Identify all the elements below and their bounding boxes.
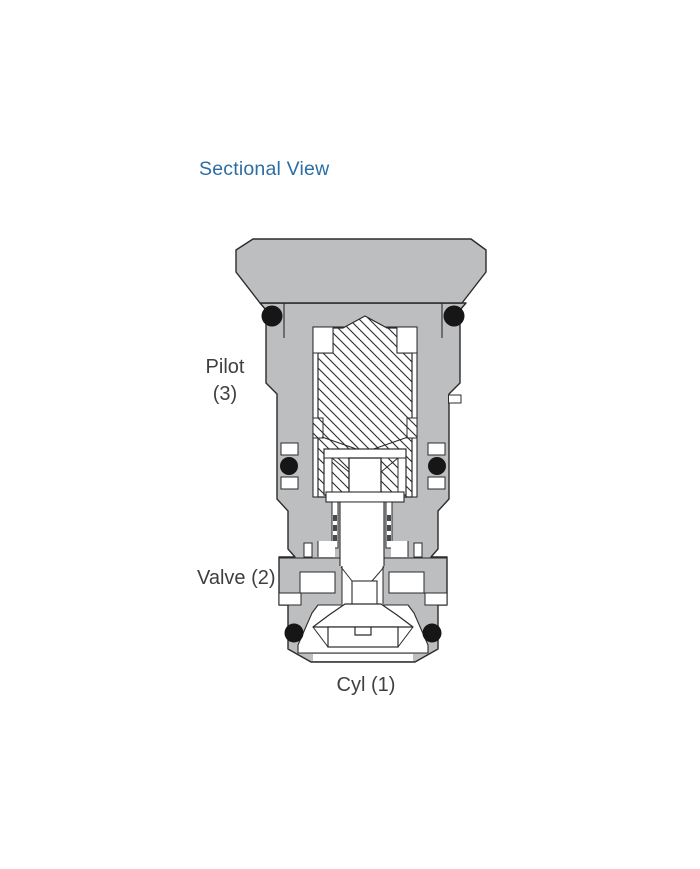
foot-slot-right	[413, 542, 423, 558]
bore-notch-left	[312, 326, 334, 354]
page-title: Sectional View	[199, 158, 330, 180]
o-rings	[261, 305, 465, 643]
washer	[325, 491, 405, 503]
poppet-cone-diagonals	[312, 626, 414, 648]
o-ring-mid-right	[428, 457, 446, 475]
foot-slot-left	[303, 542, 313, 558]
retainer-wedge-right	[380, 457, 399, 495]
valve-hex-head	[235, 238, 487, 304]
seat-orifice	[351, 580, 378, 608]
foot-gap-left	[318, 541, 335, 557]
retainer-wedge-left	[331, 457, 350, 495]
o-ring-top-left	[261, 305, 283, 327]
bore-notch-right	[396, 326, 418, 354]
o-ring-top-right	[443, 305, 465, 327]
piston-flange-left	[312, 417, 324, 439]
foot-gap-right	[391, 541, 408, 557]
stem-upper	[340, 502, 384, 566]
o-ring-bottom-left	[284, 623, 304, 643]
collar-cutout-left	[299, 571, 336, 594]
port-label-pilot-name: Pilot	[205, 356, 245, 378]
stem-upper-edges	[339, 501, 385, 566]
poppet-nose-rect	[327, 626, 399, 648]
port-label-pilot-number: (3)	[212, 383, 238, 405]
body-joint-lines	[283, 303, 443, 338]
port-label-cyl: Cyl (1)	[336, 674, 396, 696]
flange-gap	[448, 394, 462, 404]
port-label-valve: Valve (2)	[197, 567, 276, 589]
port-label-pilot: Pilot (3)	[192, 354, 258, 408]
collar-cutout-right	[388, 571, 425, 594]
o-ring-bottom-right	[422, 623, 442, 643]
o-ring-mid-left	[280, 457, 298, 475]
slot-dashes	[333, 515, 391, 541]
retainer-wedge-diagonals	[331, 457, 399, 473]
mid-oring-grooves	[280, 442, 446, 490]
piston-flange-right	[406, 417, 418, 439]
nose-bottom-band	[313, 654, 413, 661]
bottom-groove-right	[424, 592, 448, 606]
bottom-groove-left	[278, 592, 302, 606]
hex-socket	[348, 457, 382, 495]
stem-lower-edges	[340, 566, 385, 604]
poppet-nose-notch	[354, 627, 372, 636]
foot-edges	[317, 541, 409, 557]
